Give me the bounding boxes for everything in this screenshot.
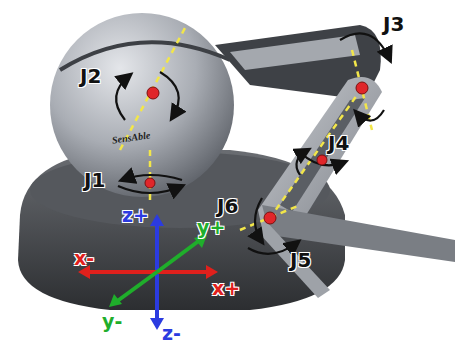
axis-label: x- (74, 249, 94, 268)
axis-label: z- (162, 324, 181, 343)
axis-label: y- (102, 312, 122, 331)
joint-label: J6 (217, 196, 238, 216)
joint-label: J2 (80, 66, 101, 86)
axis-label: y+ (197, 218, 225, 237)
joint-label: J3 (383, 14, 404, 34)
joint-label: J5 (290, 250, 311, 270)
axis-label: x+ (212, 279, 240, 298)
joint-label: J1 (84, 170, 105, 190)
axis-label: z+ (122, 206, 149, 225)
joint-label: J4 (328, 133, 349, 153)
